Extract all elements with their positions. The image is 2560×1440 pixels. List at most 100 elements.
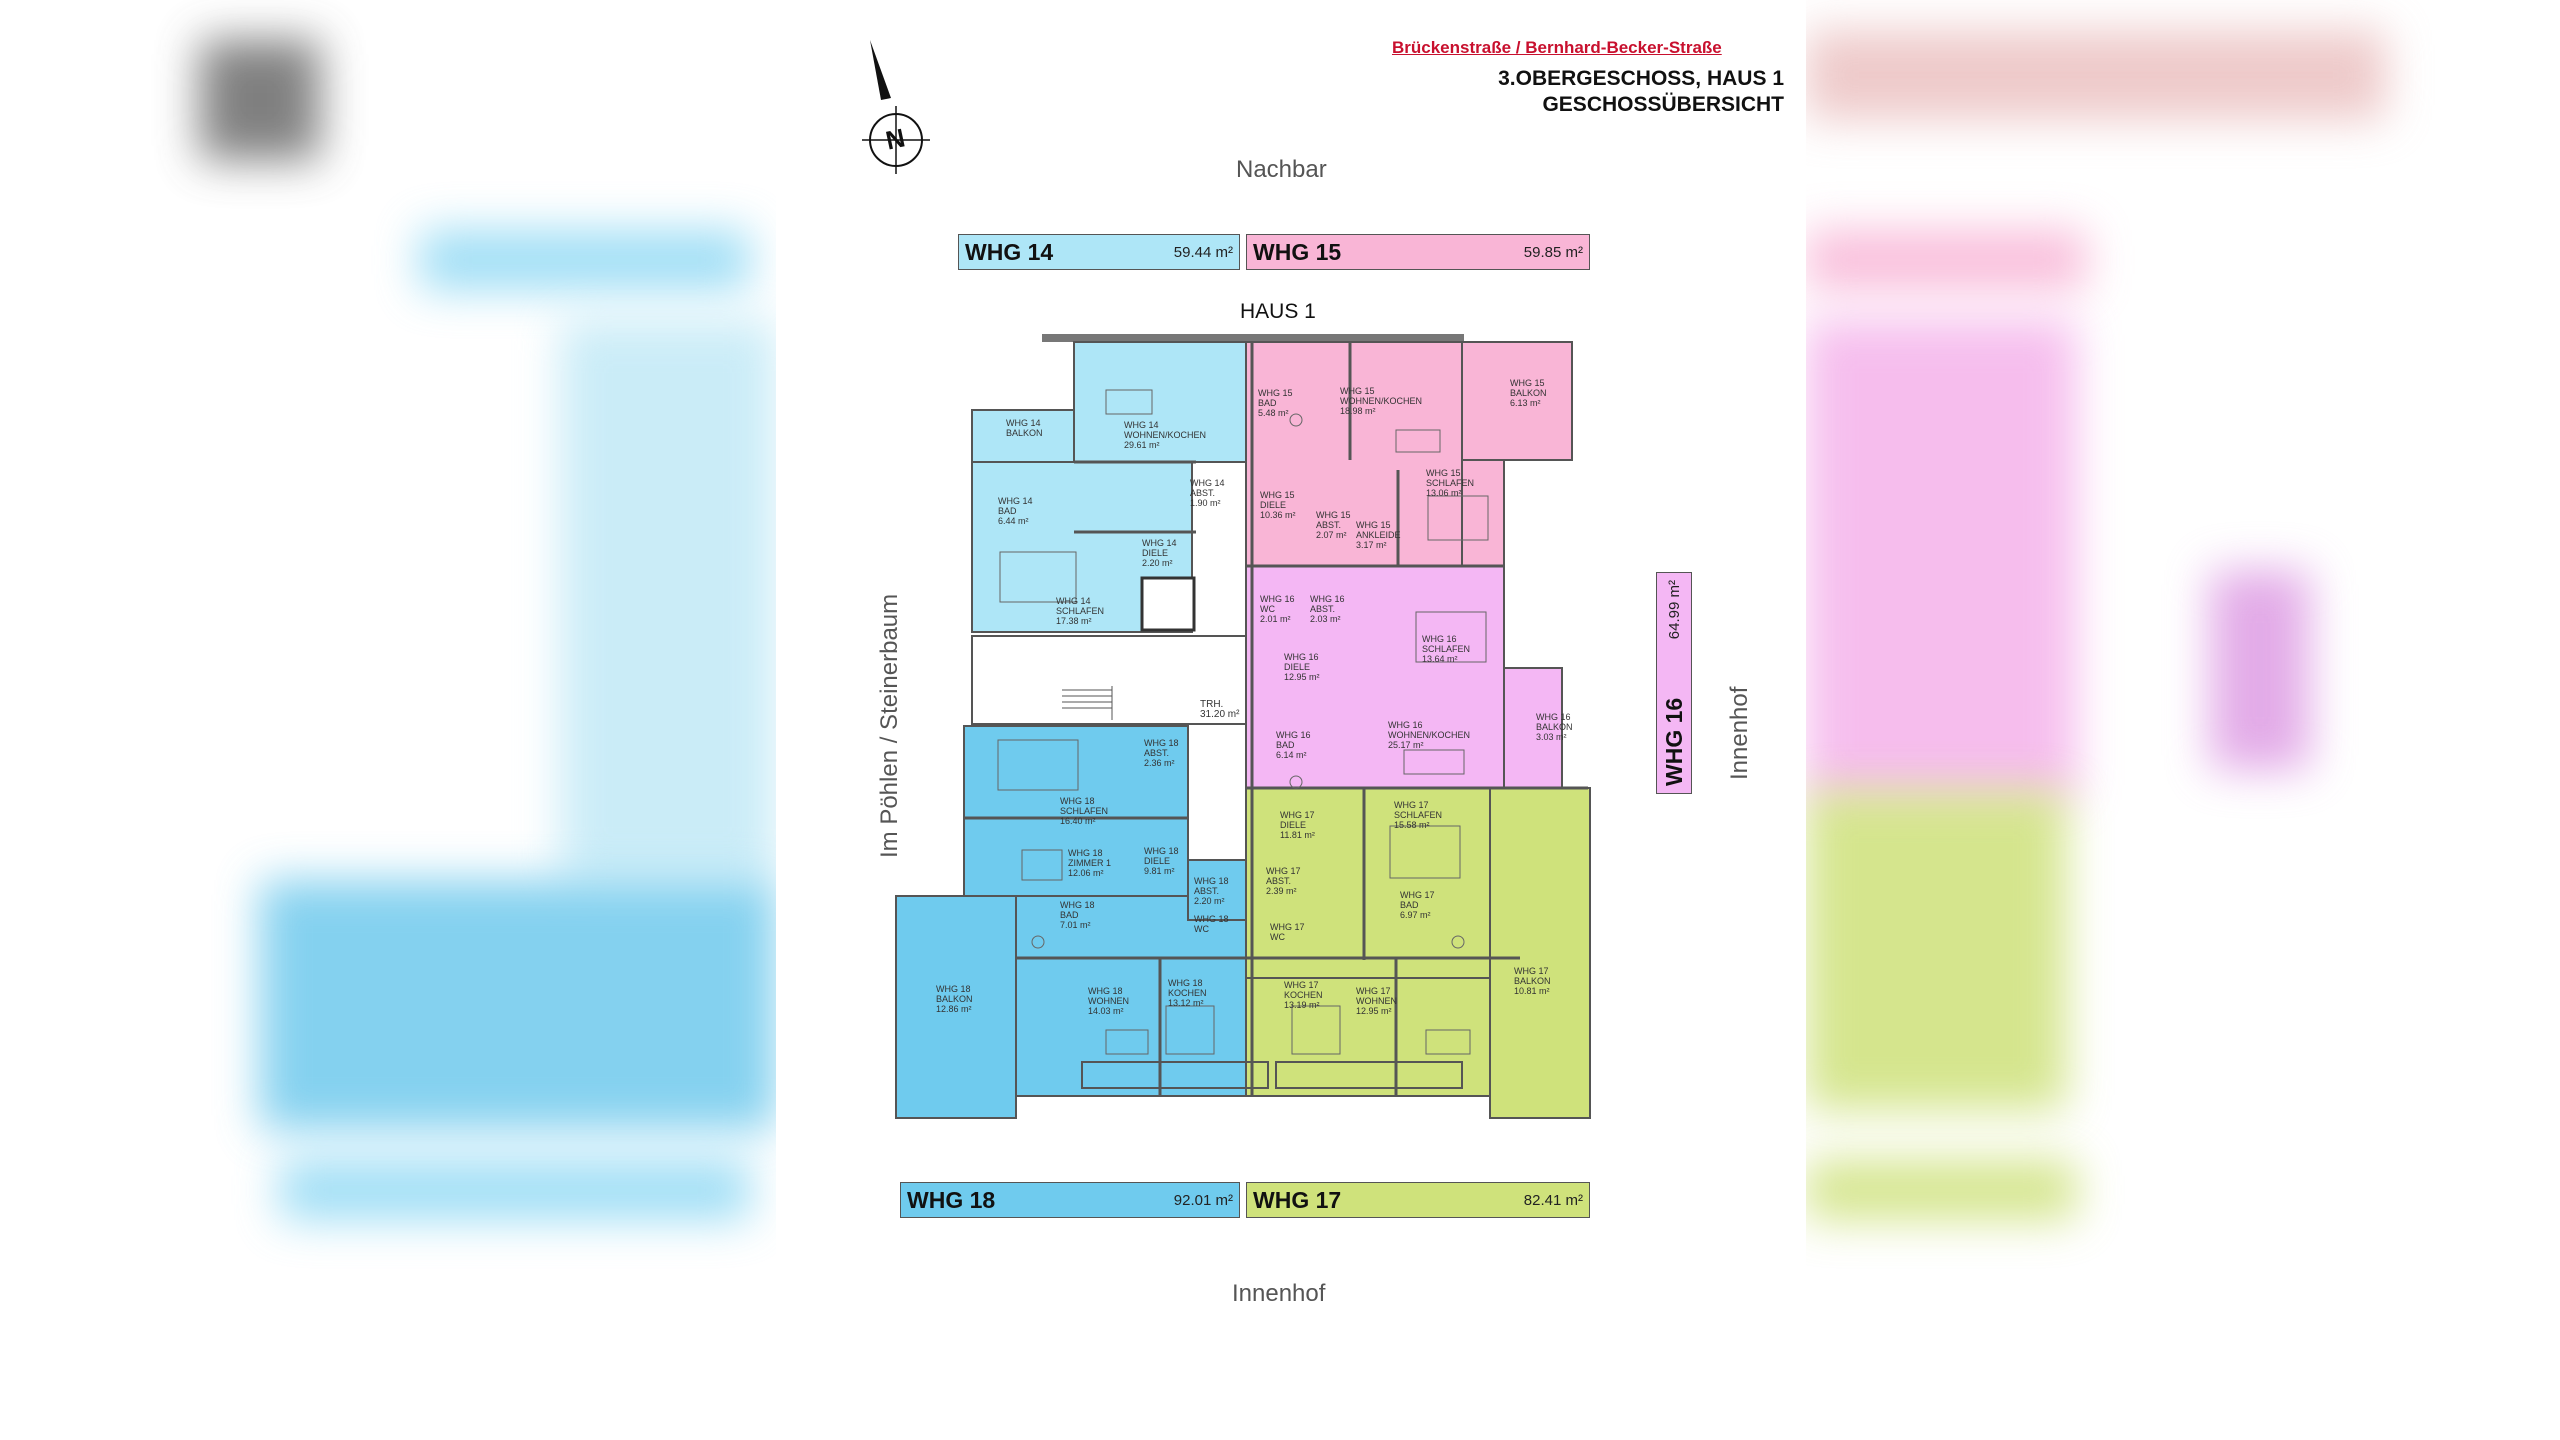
room-whg16-schlafen-unit: WHG 16 [1422,634,1457,644]
room-whg17-kochen-name: KOCHEN [1284,990,1323,1000]
compass-needle [870,40,891,100]
room-whg14-wohnen-area: 29.61 m² [1124,440,1160,450]
whg16-balcony-block [1503,667,1563,789]
room-whg18-kochen-name: KOCHEN [1168,988,1207,998]
room-whg15-schlafen-area: 13.06 m² [1426,488,1462,498]
room-whg14-schlafen-unit: WHG 14 [1056,596,1091,606]
apartment-whg14-area [971,341,1253,633]
blurred-label-right [1806,230,2086,290]
direction-right: Innenhof [1726,686,1753,780]
room-whg14-schlafen-area: 17.38 m² [1056,616,1092,626]
room-whg17-schlafen-name: SCHLAFEN [1394,810,1443,820]
room-whg16-abst-area: 2.03 m² [1310,614,1341,624]
label-whg17-unit: WHG 17 [1253,1186,1342,1213]
room-whg16-diele-name: DIELE [1284,662,1311,672]
room-whg17-abst-area: 2.39 m² [1266,886,1297,896]
front-loggias [1081,1061,1463,1089]
blurred-plan-left-bottom [260,880,776,1130]
room-whg18-abst2-name: ABST. [1194,886,1220,896]
blurred-vert-label [2210,570,2310,770]
room-whg17-bad-area: 6.97 m² [1400,910,1431,920]
room-whg18-zimmer-unit: WHG 18 [1068,848,1103,858]
room-whg15-balkon-name: BALKON [1510,388,1547,398]
whg16-main-block [1245,565,1505,789]
floor-title: 3.OBERGESCHOSS, HAUS 1 GESCHOSSÜBERSICHT [1424,66,1784,118]
room-whg18-abst-name: ABST. [1144,748,1170,758]
whg18-sleep-block [963,725,1189,897]
room-whg15-wohnen-area: 18.98 m² [1340,406,1376,416]
room-whg15-diele-unit: WHG 15 [1260,490,1295,500]
floor-title-line1: 3.OBERGESCHOSS, HAUS 1 [1498,67,1784,90]
apartment-whg18-area [895,725,1289,1119]
building-label: HAUS 1 [1240,300,1316,323]
stair-label-area: 31.20 m² [1200,709,1240,720]
label-whg18-unit: WHG 18 [907,1186,996,1213]
floor-title-line2: GESCHOSSÜBERSICHT [1542,93,1784,116]
room-whg15-abst-name: ABST. [1316,520,1342,530]
label-whg16-inner: WHG 16 64.99 m² [1657,574,1691,792]
wall-top-left [1042,334,1256,342]
compass-icon [862,40,930,174]
room-whg14-abst-area: 1.90 m² [1190,498,1221,508]
room-whg16-wc-area: 2.01 m² [1260,614,1291,624]
label-whg14: WHG 14 59.44 m² [958,234,1240,270]
room-whg17-abst-name: ABST. [1266,876,1292,886]
whg15-main-block [1245,341,1463,567]
whg15-east-block [1461,459,1505,567]
room-whg18-balkon-unit: WHG 18 [936,984,971,994]
label-whg16: WHG 16 64.99 m² [1656,572,1692,794]
room-whg14-abst-name: ABST. [1190,488,1216,498]
room-whg18-diele-name: DIELE [1144,856,1171,866]
room-whg16-schlafen-area: 13.64 m² [1422,654,1458,664]
room-whg16-schlafen-name: SCHLAFEN [1422,644,1471,654]
room-whg17-abst-unit: WHG 17 [1266,866,1301,876]
room-whg17-wohnen-area: 12.95 m² [1356,1006,1392,1016]
room-whg14-abst-unit: WHG 14 [1190,478,1225,488]
room-whg17-bad-name: BAD [1400,900,1419,910]
room-whg16-abst-name: ABST. [1310,604,1336,614]
room-whg18-bad-name: BAD [1060,910,1079,920]
blurred-label-left [420,230,750,290]
room-whg18-diele-unit: WHG 18 [1144,846,1179,856]
blurred-header [1806,30,2386,120]
room-whg16-wohnen-unit: WHG 16 [1388,720,1423,730]
room-whg17-balkon-name: BALKON [1514,976,1551,986]
blurred-compass [200,40,320,160]
room-whg17-bad-unit: WHG 17 [1400,890,1435,900]
room-whg18-wc-unit: WHG 18 [1194,914,1229,924]
room-whg16-diele-area: 12.95 m² [1284,672,1320,682]
room-whg15-wohnen-name: WOHNEN/KOCHEN [1340,396,1423,406]
room-whg15-ankleide-name: ANKLEIDE [1356,530,1401,540]
room-whg17-kochen-area: 13.19 m² [1284,1000,1320,1010]
room-whg18-diele-area: 9.81 m² [1144,866,1175,876]
room-whg15-wohnen-unit: WHG 15 [1340,386,1375,396]
whg17-balcony-block [1489,787,1591,1119]
room-whg15-schlafen-name: SCHLAFEN [1426,478,1475,488]
stair-label-name: TRH. [1200,699,1224,710]
room-whg14-diele-area: 2.20 m² [1142,558,1173,568]
label-whg18: WHG 18 92.01 m² [900,1182,1240,1218]
room-whg15-abst-unit: WHG 15 [1316,510,1351,520]
room-whg15-abst-area: 2.07 m² [1316,530,1347,540]
room-whg16-balkon-area: 3.03 m² [1536,732,1567,742]
